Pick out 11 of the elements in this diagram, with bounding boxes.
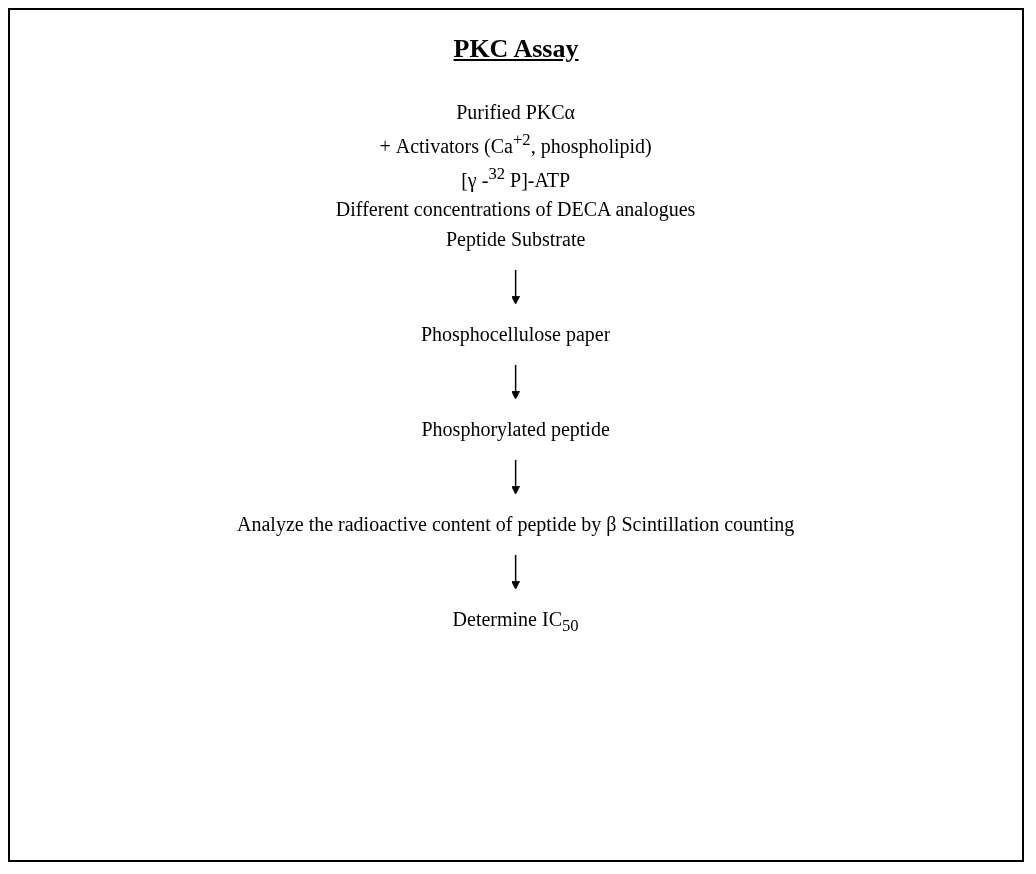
title: PKC Assay (453, 34, 579, 64)
arrow (511, 553, 521, 590)
node-text: Analyze the radioactive content of peptide by β Scintillation counting (237, 513, 795, 536)
node-text: Phosphorylated peptide (421, 418, 611, 441)
node-text: Phosphocellulose paper (421, 323, 611, 346)
arrow (511, 268, 521, 305)
arrow (511, 363, 521, 400)
node-text: Purified PKCα + Activators (Ca$^{+2}$, phospholipid) [γ -$^{32}$ P]-ATP Different concentrations of DECA analogues Peptide Substrate (336, 101, 696, 251)
arrow (511, 458, 521, 495)
node-text: Determine IC$_{50}$ (452, 608, 580, 636)
diagram-frame: PKC Assay Purified PKCα + Activators (Ca$^{+2}$, phospholipid) [γ -$^{32}$ P]-ATP Different concentrations of DECA analogues Peptide Substrate Phosphocellulose paper Phosphorylated peptide Analyze the radioactive content of peptide by β Scintillation counting Determine IC$_{50}$ (8, 8, 1024, 862)
